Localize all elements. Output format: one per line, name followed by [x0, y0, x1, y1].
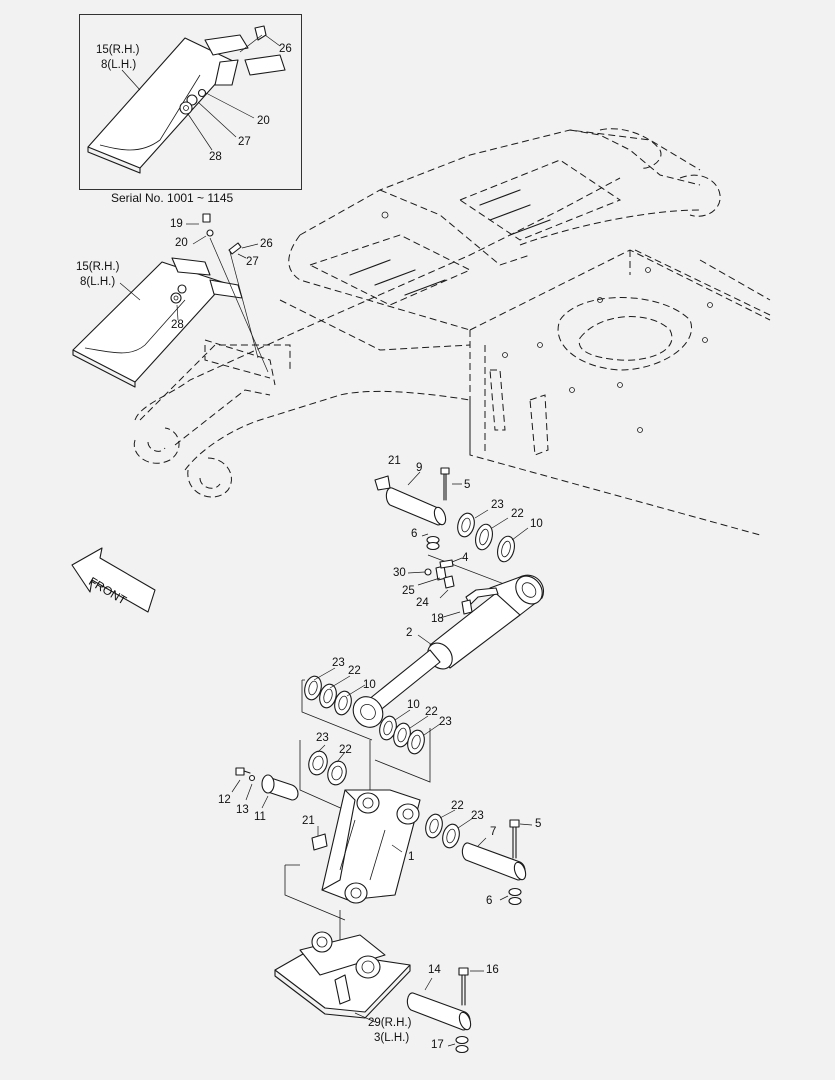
callout-22-upper: 22 [511, 508, 524, 520]
hydraulic-cylinder [352, 574, 544, 728]
callout-23-upper: 23 [491, 499, 504, 511]
callout-26-inset: 26 [279, 43, 292, 55]
step-plate-main [72, 213, 269, 388]
callout-19: 19 [170, 218, 183, 230]
callout-23-left: 23 [332, 657, 345, 669]
callout-26: 26 [260, 238, 273, 250]
callout-6-upper: 6 [411, 528, 418, 540]
callout-7: 7 [490, 826, 497, 838]
callout-23-right: 23 [439, 716, 452, 728]
callout-16: 16 [486, 964, 499, 976]
foot-plate [274, 931, 411, 1023]
callout-24: 24 [416, 597, 429, 609]
callout-5-lower: 5 [535, 818, 542, 830]
callout-6-lower: 6 [486, 895, 493, 907]
pin-11-assembly [231, 767, 299, 809]
upper-pin-assembly [374, 467, 536, 591]
callout-12: 12 [218, 794, 231, 806]
frame-slots [349, 189, 551, 296]
callout-10-upper: 10 [530, 518, 543, 530]
arm-bracket [311, 789, 421, 904]
callout-3-lh: 3(L.H.) [374, 1032, 410, 1044]
callout-20-inset: 20 [257, 115, 270, 127]
callout-25: 25 [402, 585, 415, 597]
inset-step-plate [87, 25, 286, 174]
callout-15-rh-inset: 15(R.H.) [96, 44, 140, 56]
assembly-guides [284, 740, 371, 940]
callout-22-lower: 22 [451, 800, 464, 812]
grease-fittings [407, 557, 463, 599]
callout-1: 1 [408, 851, 415, 863]
callout-11: 11 [254, 811, 266, 823]
callout-4: 4 [462, 552, 469, 564]
callout-17: 17 [431, 1039, 444, 1051]
serial-inset-frame [79, 14, 302, 190]
pin-14-assembly [406, 967, 484, 1054]
callout-27-inset: 27 [238, 136, 251, 148]
callout-15-rh: 15(R.H.) [76, 261, 120, 273]
callout-10-left: 10 [363, 679, 376, 691]
callout-2: 2 [406, 627, 413, 639]
callout-8-lh: 8(L.H.) [80, 276, 116, 288]
callout-5-upper: 5 [464, 479, 471, 491]
callout-29-rh: 29(R.H.) [368, 1017, 412, 1029]
callout-27: 27 [246, 256, 259, 268]
callout-13: 13 [236, 804, 249, 816]
washer-stacks [299, 667, 474, 849]
callout-22-mid: 22 [339, 744, 352, 756]
callout-23-mid: 23 [316, 732, 329, 744]
front-arrow [71, 547, 156, 613]
callout-22-left: 22 [348, 665, 361, 677]
boom-frame-outline [133, 128, 771, 536]
callout-18: 18 [431, 613, 444, 625]
callout-9: 9 [416, 462, 423, 474]
callout-20: 20 [175, 237, 188, 249]
callout-10-right: 10 [407, 699, 420, 711]
callout-21-upper: 21 [388, 455, 401, 467]
pin-7-assembly [461, 819, 533, 906]
callout-28: 28 [171, 319, 184, 331]
serial-number-caption: Serial No. 1001 ~ 1145 [111, 191, 234, 205]
callout-14: 14 [428, 964, 441, 976]
callout-28-inset: 28 [209, 151, 222, 163]
callout-21-lower: 21 [302, 815, 315, 827]
callout-23-lower: 23 [471, 810, 484, 822]
frame-bolt-marks [381, 211, 713, 433]
callout-22-right: 22 [425, 706, 438, 718]
callout-8-lh-inset: 8(L.H.) [101, 59, 137, 71]
callout-30: 30 [393, 567, 406, 579]
